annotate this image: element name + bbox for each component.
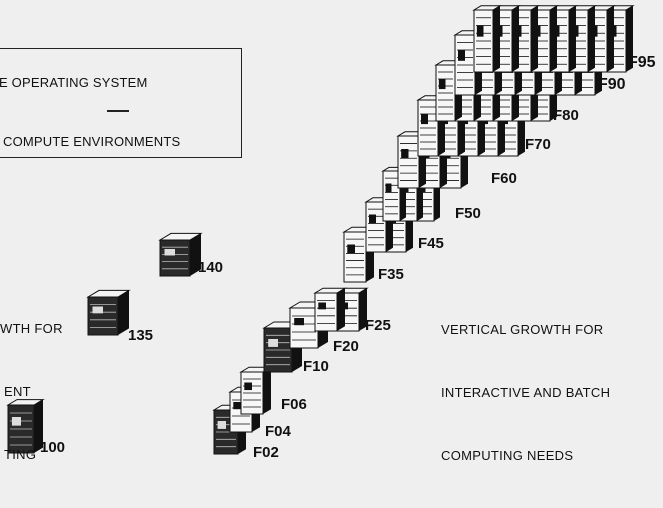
left-caption-line-2: ENT [0, 381, 63, 402]
server-model-f06 [241, 367, 271, 414]
server-model-140 [160, 233, 201, 276]
label-model-f60: F60 [491, 170, 517, 187]
server-model-f25 [315, 288, 367, 331]
label-model-135: 135 [128, 327, 153, 344]
box-title-line: E OPERATING SYSTEM [0, 75, 148, 90]
server-model-135 [88, 290, 129, 335]
box-subtitle-line: COMPUTE ENVIRONMENTS [3, 134, 180, 149]
label-model-f70: F70 [525, 136, 551, 153]
label-model-f25: F25 [365, 317, 391, 334]
label-model-100: 100 [40, 439, 65, 456]
diagram-stage: E OPERATING SYSTEM COMPUTE ENVIRONMENTS … [0, 0, 663, 462]
label-model-f20: F20 [333, 338, 359, 355]
label-model-f80: F80 [553, 107, 579, 124]
label-model-f35: F35 [378, 266, 404, 283]
label-model-f10: F10 [303, 358, 329, 375]
label-model-f06: F06 [281, 396, 307, 413]
operating-system-box: E OPERATING SYSTEM COMPUTE ENVIRONMENTS [0, 48, 242, 158]
label-model-f45: F45 [418, 235, 444, 252]
label-model-f90: F90 [598, 76, 626, 94]
horizontal-growth-caption: WTH FOR ENT TING [0, 276, 63, 507]
vertical-growth-caption: VERTICAL GROWTH FOR INTERACTIVE AND BATC… [441, 277, 610, 508]
server-model-f95 [474, 6, 633, 72]
label-model-f02: F02 [253, 444, 279, 461]
label-model-f04: F04 [265, 423, 291, 440]
box-divider [107, 110, 129, 112]
right-caption-line-3: COMPUTING NEEDS [441, 445, 610, 466]
label-model-f50: F50 [455, 205, 481, 222]
right-caption-line-2: INTERACTIVE AND BATCH [441, 382, 610, 403]
label-model-140: 140 [198, 259, 223, 276]
left-caption-line-1: WTH FOR [0, 318, 63, 339]
right-caption-line-1: VERTICAL GROWTH FOR [441, 319, 610, 340]
label-model-f95: F95 [628, 54, 656, 72]
